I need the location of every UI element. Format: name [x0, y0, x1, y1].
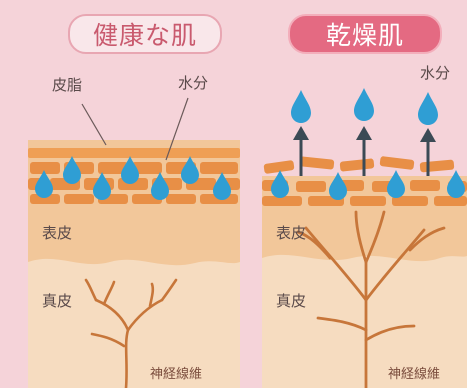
water-droplet-icon — [387, 170, 405, 198]
water-droplet-icon — [35, 170, 53, 198]
water-droplet-icon — [151, 172, 169, 200]
healthy-leader-lines — [81, 97, 189, 161]
healthy-water-label: 水分 — [178, 74, 209, 92]
dry-dermis — [262, 254, 467, 388]
water-droplet-icon — [63, 156, 81, 184]
water-droplet-icon — [354, 88, 374, 121]
water-leader-line — [165, 97, 189, 161]
water-droplet-icon — [418, 92, 438, 125]
evaporation-arrows — [293, 126, 436, 176]
dry-nerve-label: 神経線維 — [388, 367, 441, 382]
healthy-skin-panel — [28, 97, 240, 388]
water-droplet-icon — [213, 172, 231, 200]
water-droplet-icon — [271, 170, 289, 198]
dry-nerve-fiber — [296, 210, 446, 388]
healthy-water-droplets — [35, 156, 231, 200]
dry-skin-panel — [262, 88, 467, 388]
sebum-label: 皮脂 — [52, 76, 83, 94]
dry-skin-title: 乾燥肌 — [288, 14, 442, 54]
dry-epidermis-label: 表皮 — [276, 224, 307, 242]
water-droplet-icon — [181, 156, 199, 184]
water-droplet-icon — [329, 172, 347, 200]
dry-dermis-label: 真皮 — [276, 292, 307, 310]
healthy-nerve-label: 神経線維 — [150, 367, 203, 382]
water-droplet-icon — [93, 172, 111, 200]
healthy-epidermis-label: 表皮 — [42, 224, 73, 242]
sebum-leader-line — [81, 103, 107, 146]
water-droplet-icon — [447, 170, 465, 198]
water-droplet-icon — [121, 156, 139, 184]
water-droplet-icon — [291, 90, 311, 123]
dry-water-droplets — [271, 170, 465, 200]
healthy-nerve-fiber — [84, 278, 178, 388]
dry-escaping-droplets — [291, 88, 438, 125]
healthy-dermis-label: 真皮 — [42, 292, 73, 310]
healthy-skin-title: 健康な肌 — [68, 14, 222, 54]
dry-water-label: 水分 — [420, 64, 451, 82]
